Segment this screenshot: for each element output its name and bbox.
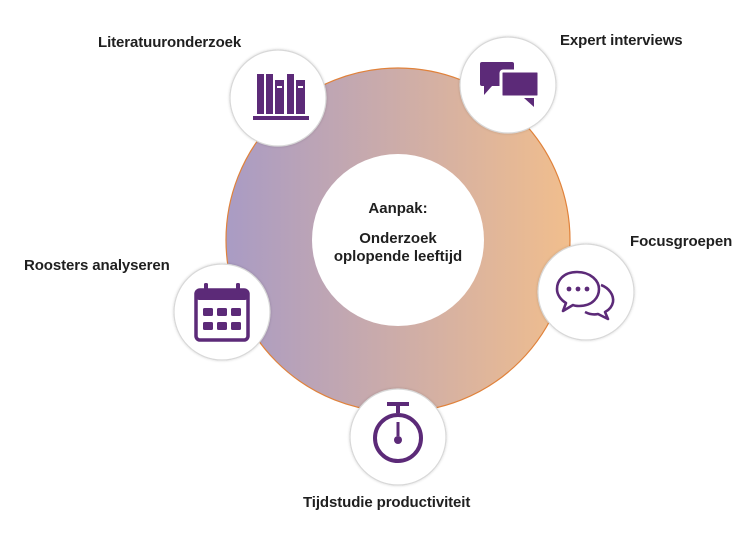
chat-bubbles-icon	[480, 62, 541, 107]
stopwatch-icon	[373, 402, 423, 463]
label-tijdstudie-productiviteit: Tijdstudie productiviteit	[303, 494, 471, 511]
label-expert-interviews: Expert interviews	[560, 32, 683, 49]
center-text: Aanpak: Onderzoek oplopende leeftijd	[310, 200, 486, 266]
books-icon	[253, 74, 309, 120]
center-subtitle-line1: Onderzoek	[359, 230, 437, 247]
node-roosters	[173, 263, 271, 361]
node-tijdstudie	[349, 388, 447, 486]
calendar-icon	[194, 283, 250, 342]
label-literatuuronderzoek: Literatuuronderzoek	[98, 34, 242, 51]
center-subtitle-line2: oplopende leeftijd	[333, 248, 463, 265]
node-literatuuronderzoek	[229, 49, 327, 147]
node-focusgroepen	[537, 243, 635, 341]
center-circle	[312, 154, 484, 326]
center-title: Aanpak:	[368, 200, 428, 217]
label-focusgroepen: Focusgroepen	[630, 233, 733, 250]
node-expert-interviews	[459, 36, 557, 134]
donut-ring	[225, 67, 571, 413]
label-roosters-analyseren: Roosters analyseren	[24, 257, 170, 274]
speech-bubbles-icon	[555, 270, 615, 321]
